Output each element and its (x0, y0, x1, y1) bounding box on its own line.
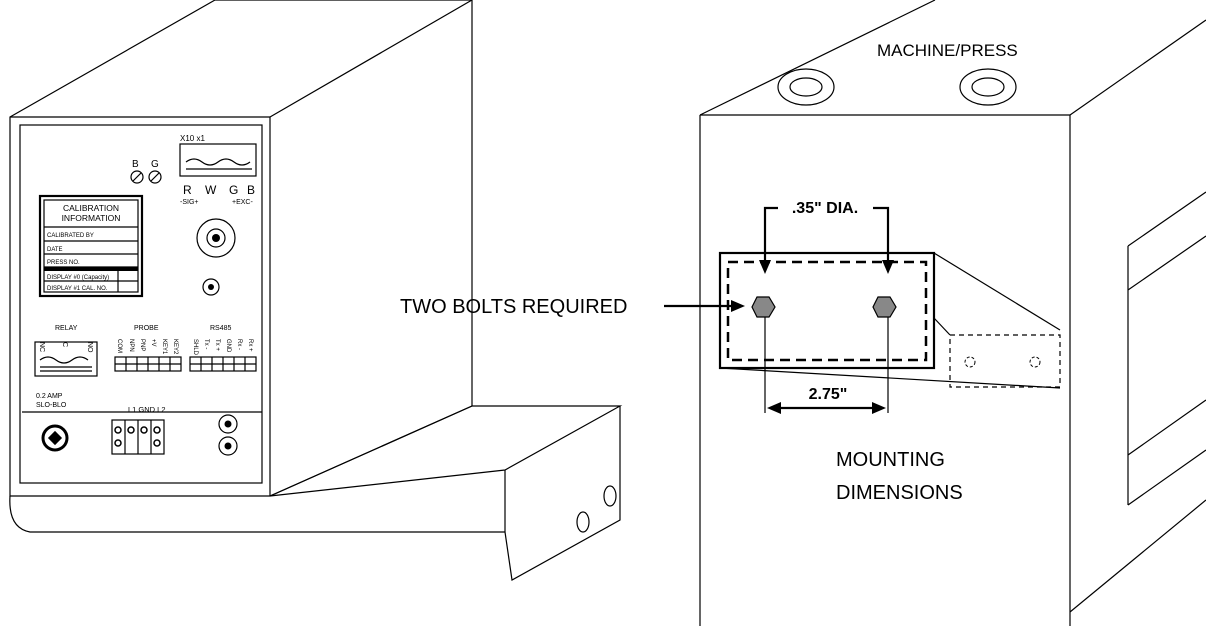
mounting-bracket (9, 405, 623, 581)
relay-terminal-block (34, 341, 98, 377)
cal-row-1: CALIBRATED BY (47, 233, 94, 239)
enclosure: X10 x1 R W G B -SIG+ +EXC- B G CALIBRATI… (9, 0, 623, 581)
mounting-plate (718, 251, 936, 370)
b-screw-label: B (132, 159, 139, 170)
fuse-rating: 0.2 AMP (36, 393, 63, 400)
rs485-tx-minus: Tx - (203, 339, 209, 349)
calibration-label: CALIBRATION INFORMATION CALIBRATED BY DA… (38, 194, 144, 298)
exc-label: +EXC- (232, 199, 253, 206)
mounting-footprint (726, 260, 928, 362)
mounting-label-1: MOUNTING (836, 449, 945, 471)
gland-2-icon (218, 436, 238, 456)
terminal-w: W (205, 183, 217, 197)
rs485-gnd: GND (225, 339, 231, 353)
probe-pnp: PNP (139, 339, 145, 351)
fuse-type: SLO-BLO (36, 402, 67, 409)
cal-row-2: DATE (47, 247, 63, 253)
terminal-g: G (229, 183, 238, 197)
terminal-r: R (183, 183, 192, 197)
cal-row-4: DISPLAY #0 (Capacity) (47, 275, 109, 281)
relay-c: C (61, 342, 68, 347)
terminal-b: B (247, 183, 255, 197)
bolt-1-icon (751, 296, 776, 318)
sig-label: -SIG+ (180, 199, 198, 206)
detail-box (949, 334, 1061, 388)
gland-1-icon (218, 414, 238, 434)
rs485-tx-plus: Tx + (214, 339, 220, 351)
probe-label: PROBE (134, 325, 159, 332)
calibration-title-2: INFORMATION (62, 213, 121, 223)
rs485-rx-minus: Rx - (236, 339, 242, 350)
calibration-title-1: CALIBRATION (63, 203, 119, 213)
panel-frame (19, 124, 263, 484)
two-bolts-label: TWO BOLTS REQUIRED (400, 296, 627, 318)
press-fitting-2-icon (959, 68, 1017, 106)
cal-row-3: PRESS NO. (47, 260, 80, 266)
rs485-label: RS485 (210, 325, 232, 332)
b-screw-icon (130, 170, 144, 184)
mounting-label-2: DIMENSIONS (836, 482, 963, 504)
button-icon (202, 278, 220, 296)
power-terminals-label: L1 GND L2 (128, 405, 166, 414)
press-fitting-1-icon (777, 68, 835, 106)
enclosure-outline (9, 0, 473, 497)
g-screw-icon (148, 170, 162, 184)
probe-key1: KEY1 (161, 339, 167, 355)
probe-npn: NPN (128, 339, 134, 352)
rs485-shld: SHLD (192, 339, 198, 356)
x10x1-label: X10 x1 (180, 134, 205, 143)
rs485-rx-plus: Rx + (247, 339, 253, 352)
machine-press-label: MACHINE/PRESS (877, 41, 1018, 60)
relay-no: NO (86, 342, 93, 353)
bracket-hole-1-icon (576, 511, 590, 533)
fuse-holder-icon (41, 424, 69, 452)
hole-diameter-label: .35" DIA. (792, 200, 858, 217)
bracket-hole-2-icon (603, 485, 617, 507)
cable-connector-icon (196, 218, 236, 258)
probe-key2: KEY2 (172, 339, 178, 355)
sensor-terminal-block (179, 143, 257, 177)
machine-press: MACHINE/PRESS .35" DIA. (400, 0, 1206, 626)
probe-com: COM (116, 339, 122, 353)
bolt-spacing-label: 2.75" (809, 386, 848, 403)
bolt-2-icon (872, 296, 897, 318)
probe-v: +V (150, 339, 156, 347)
relay-label: RELAY (55, 325, 78, 332)
cal-row-5: DISPLAY #1 CAL. NO. (47, 286, 108, 292)
relay-nc: NC (38, 342, 45, 352)
g-screw-label: G (151, 159, 159, 170)
